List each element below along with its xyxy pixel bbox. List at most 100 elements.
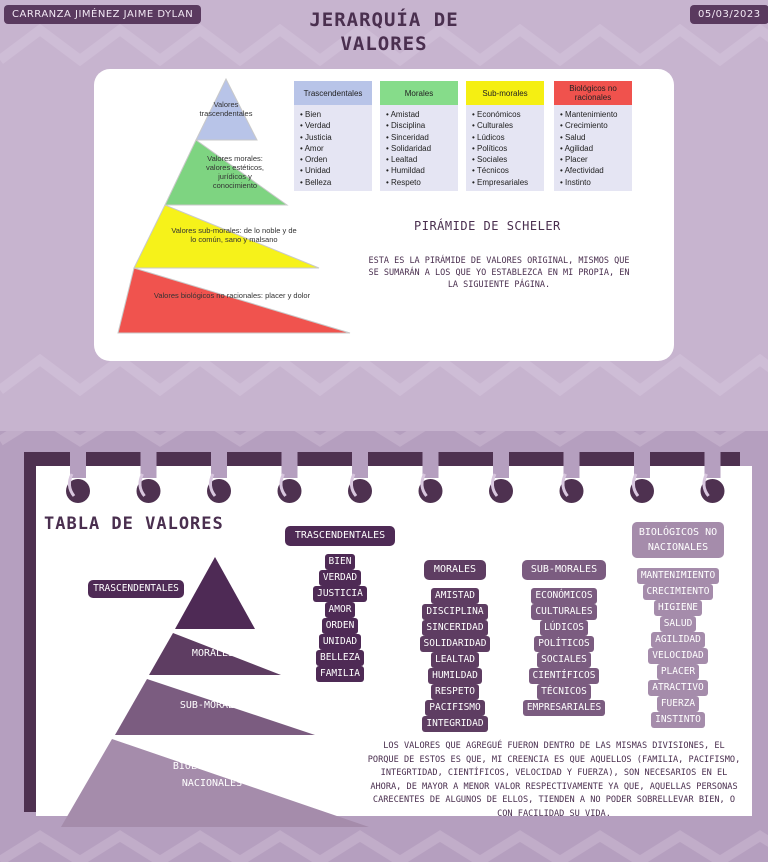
scheler-card: Valores trascendentales Valores morales:… <box>94 69 674 361</box>
explanation-text: LOS VALORES QUE AGREGUÉ FUERON DENTRO DE… <box>367 741 741 819</box>
column-item: • Políticos <box>472 143 508 153</box>
author-chip: CARRANZA JIMÉNEZ JAIME DYLAN <box>4 5 202 24</box>
zigzag-background-bottom <box>0 431 768 862</box>
value-item: CULTURALES <box>531 604 597 620</box>
value-item: INSTINTO <box>651 712 705 728</box>
column-header: Sub-morales <box>466 81 544 105</box>
value-item: LEALTAD <box>430 652 480 668</box>
column-item: • Unidad <box>300 166 331 176</box>
column-item: • Solidaridad <box>386 143 432 153</box>
column-items: • Mantenimiento• Crecimiento• Salud• Agi… <box>554 105 632 191</box>
pyramid-tier-submorales <box>115 679 315 735</box>
value-item: BELLEZA <box>315 650 365 666</box>
date-chip: 05/03/2023 <box>690 5 768 24</box>
value-item: PLACER <box>656 664 700 680</box>
pyramid-label-3: Valores biológicos no racionales: placer… <box>153 291 311 300</box>
column-item: • Orden <box>300 155 328 165</box>
value-item: SINCERIDAD <box>422 620 488 636</box>
scheler-description: ESTA ES LA PIRÁMIDE DE VALORES ORIGINAL,… <box>368 256 630 290</box>
column-item: • Justicia <box>300 132 332 142</box>
column-items: • Bien• Verdad• Justicia• Amor• Orden• U… <box>294 105 372 191</box>
spiral-rings <box>66 450 725 503</box>
column-item: • Empresariales <box>472 177 529 187</box>
title-line-1: JERARQUÍA DE <box>309 9 459 31</box>
table-column-header-biologicos: BIOLÓGICOS NO NACIONALES <box>632 522 724 558</box>
value-item: ECONÓMICOS <box>531 588 597 604</box>
value-item: INTEGRIDAD <box>422 716 488 732</box>
value-item: EMPRESARIALES <box>522 700 606 716</box>
table-column-header-submorales: SUB-MORALES <box>522 560 606 580</box>
pyramid-tier-biologicos <box>61 739 369 827</box>
column-item: • Verdad <box>300 121 331 131</box>
column-item: • Salud <box>560 132 586 142</box>
table-column-header-trascendentales: TRASCENDENTALES <box>285 526 395 546</box>
spiral-ring <box>700 450 725 503</box>
value-item: DISCIPLINA <box>422 604 488 620</box>
pyramid-tier-trascendentales <box>175 557 255 629</box>
pyramid-label-morales: MORALES <box>191 648 235 659</box>
value-item: HUMILDAD <box>428 668 482 684</box>
value-item: BIEN <box>324 554 356 570</box>
value-item: MANTENIMIENTO <box>636 568 720 584</box>
scheler-column-trascendentales: Trascendentales • Bien • Verdad• Justicia… <box>294 81 372 191</box>
value-item: CIENTÍFICOS <box>528 668 600 684</box>
spiral-ring <box>418 450 443 503</box>
header-line-1: BIOLÓGICOS NO <box>638 527 718 538</box>
spiral-ring <box>207 450 231 503</box>
value-item: LÚDICOS <box>539 620 589 636</box>
value-item: HIGIENE <box>653 600 703 616</box>
pyramid-level-trascendentales <box>195 77 258 141</box>
values-pyramid <box>61 557 369 827</box>
value-item: AMOR <box>324 602 356 618</box>
column-item: • Agilidad <box>560 143 594 153</box>
value-item: POLÍTICOS <box>534 636 594 652</box>
column-header: Biológicos no racionales <box>554 81 632 105</box>
column-header: Morales <box>380 81 458 105</box>
header-line-2: NACIONALES <box>647 542 709 553</box>
column-item: • Respeto <box>386 177 421 187</box>
column-items: • Amistad• Disciplina• Sinceridad• Solid… <box>380 105 458 191</box>
pyramid-label-1: Valores morales: valores estéticos, jurí… <box>206 154 264 190</box>
spiral-ring <box>489 450 513 503</box>
column-item: • Culturales <box>472 121 514 131</box>
column-item: • Amistad <box>386 110 420 119</box>
value-item: TÉCNICOS <box>537 684 591 700</box>
spiral-ring <box>348 450 372 503</box>
pyramid-level-biologicos <box>117 267 351 334</box>
page-title: JERARQUÍA DE VALORES <box>270 8 498 56</box>
spiral-ring <box>630 450 654 503</box>
column-item: • Lealtad <box>386 155 418 165</box>
column-item: • Crecimiento <box>560 121 608 131</box>
value-item: SOCIALES <box>537 652 591 668</box>
column-header: Trascendentales <box>294 81 372 105</box>
column-item: • Belleza <box>300 177 332 187</box>
pyramid-tier-morales <box>149 633 281 675</box>
spiral-ring <box>66 450 90 503</box>
column-item: • Instinto <box>560 177 591 187</box>
value-item: ORDEN <box>321 618 359 634</box>
spiral-ring <box>136 450 161 503</box>
spiral-ring <box>277 450 302 503</box>
column-item: • Disciplina <box>386 121 426 131</box>
value-item: PACIFISMO <box>425 700 485 716</box>
column-item: • Bien <box>300 110 322 119</box>
column-item: • Lúdicos <box>472 132 505 142</box>
zigzag-background <box>0 0 768 431</box>
pyramid-label-submorales: SUB-MORALES <box>179 700 247 711</box>
pyramid-label-0: Valores trascendentales <box>199 100 253 118</box>
spiral-ring <box>559 450 584 503</box>
scheler-column-biologicos: Biológicos no racionales • Mantenimiento… <box>554 81 632 191</box>
scheler-title: PIRÁMIDE DE SCHELER <box>414 219 561 233</box>
value-item: SOLIDARIDAD <box>419 636 491 652</box>
top-section: CARRANZA JIMÉNEZ JAIME DYLAN 05/03/2023 … <box>0 0 768 431</box>
scheler-column-morales: Morales • Amistad• Disciplina• Sincerida… <box>380 81 458 191</box>
value-item: AGILIDAD <box>651 632 705 648</box>
column-item: • Técnicos <box>472 166 509 176</box>
pyramid-level-submorales <box>133 204 320 269</box>
pyramid-label-2: Valores sub-morales: de lo noble y de lo… <box>171 226 297 244</box>
value-item: VERDAD <box>318 570 362 586</box>
column-item: • Humildad <box>386 166 425 176</box>
